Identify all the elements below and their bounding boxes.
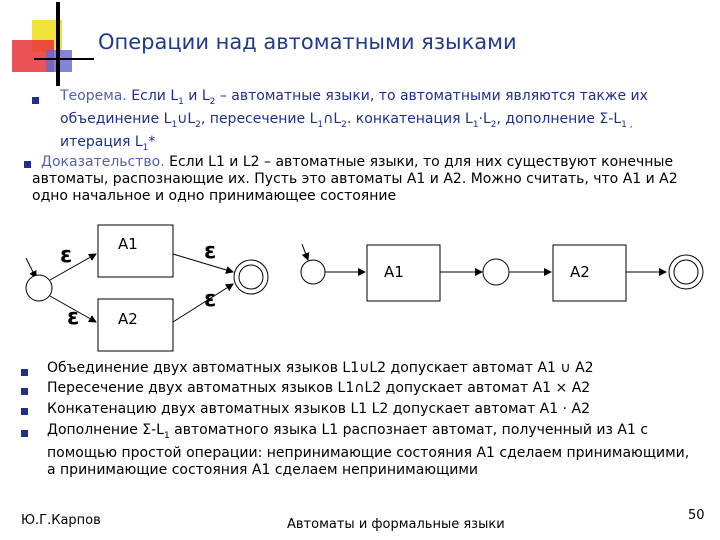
eps-edge-4 — [172, 283, 234, 323]
bullet-4-text: Дополнение Σ-L1 автоматного языка L1 рас… — [47, 422, 690, 478]
box-a1-right — [366, 244, 441, 302]
final-state-2-inner — [673, 259, 699, 285]
bullet-2-marker — [21, 388, 28, 395]
union-automaton: A1 A2 ε ε ε ε — [25, 224, 269, 352]
footer-course: Автоматы и формальные языки — [287, 517, 505, 532]
eps-label-2: ε — [67, 305, 79, 330]
theorem-text: Теорема. Если L1 и L2 – автоматные языки… — [60, 88, 648, 153]
concat-automaton: A1 A2 — [300, 243, 704, 302]
box-a2 — [97, 298, 174, 352]
eps-edge-3 — [172, 253, 234, 274]
bullet-1-marker — [21, 369, 28, 376]
slide-title: Операции над автоматными языками — [98, 30, 517, 54]
theorem-label: Теорема. — [60, 88, 127, 104]
proof-bullet — [24, 161, 31, 168]
start-arrow — [25, 257, 37, 279]
footer-author: Ю.Г.Карпов — [21, 513, 101, 528]
proof-text: Доказательство. Если L1 и L2 – автоматны… — [32, 154, 678, 204]
box-a1-right-label: A1 — [384, 263, 404, 281]
bullet-4-marker — [21, 430, 28, 437]
box-a2-label: A2 — [118, 310, 138, 328]
box-a1 — [97, 224, 174, 278]
start-state-2 — [300, 259, 326, 285]
mid-state — [482, 258, 510, 286]
bullet-2-text: Пересечение двух автоматных языков L1∩L2… — [47, 380, 591, 396]
box-a2-right-label: A2 — [570, 263, 590, 281]
eps-label-1: ε — [60, 243, 72, 268]
eps-edge-2 — [49, 295, 97, 323]
proof-label: Доказательство. — [41, 154, 165, 170]
start-state — [25, 274, 53, 302]
start-arrow-2 — [301, 243, 310, 261]
box-a2-right — [552, 244, 627, 302]
eps-label-4: ε — [204, 287, 216, 312]
page-number: 50 — [688, 508, 705, 523]
box-a1-label: A1 — [118, 235, 138, 253]
final-state-inner — [238, 264, 264, 290]
eps-edge-1 — [49, 253, 97, 281]
bullet-1-text: Объединение двух автоматных языков L1∪L2… — [47, 360, 594, 376]
bullet-3-text: Конкатенацию двух автоматных языков L1 L… — [47, 401, 591, 417]
bullet-3-marker — [21, 408, 28, 415]
eps-label-3: ε — [204, 239, 216, 264]
theorem-bullet — [32, 97, 39, 104]
